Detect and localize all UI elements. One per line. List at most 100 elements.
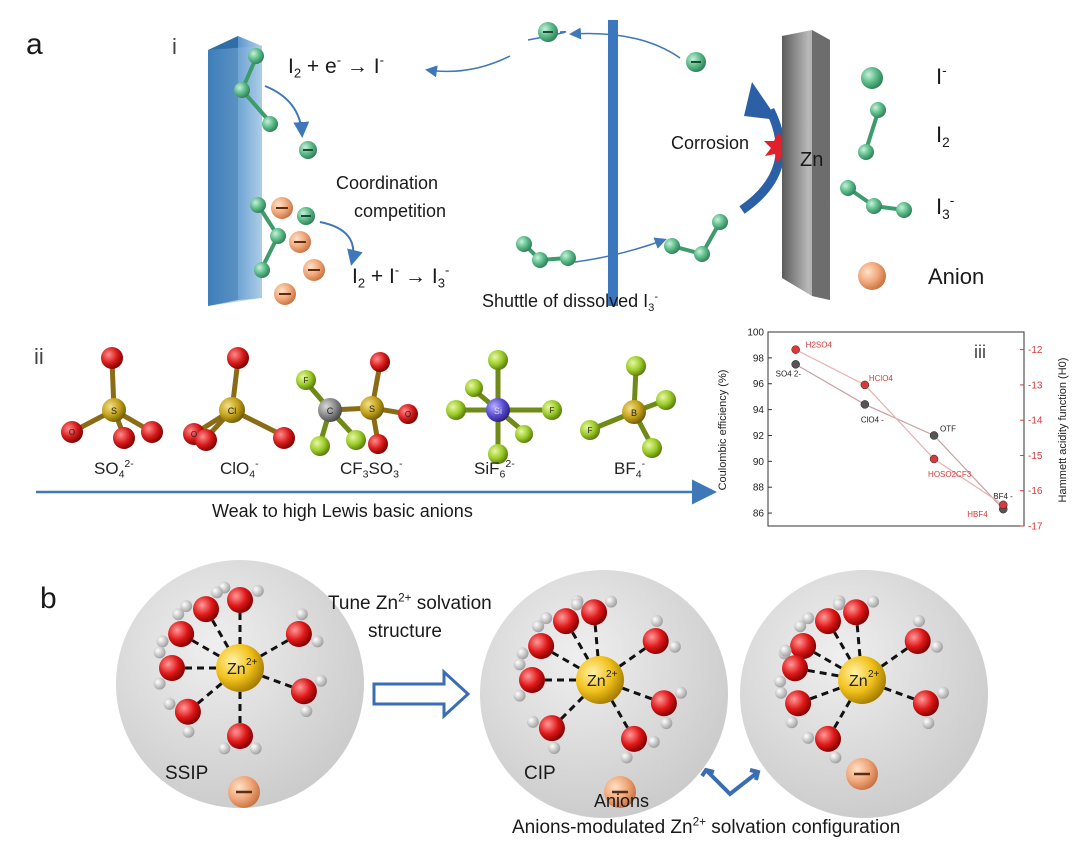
data-point	[929, 431, 939, 440]
hydrogen-atom	[163, 697, 176, 710]
hydrogen-atom	[156, 635, 169, 648]
hydrogen-atom	[832, 598, 845, 611]
subpanel-iii-label: iii	[974, 342, 986, 362]
zinc-ion-label: Zn	[587, 673, 606, 690]
water-oxygen-atom	[519, 667, 545, 693]
corrosion-arrow	[739, 107, 785, 214]
water-oxygen-atom	[912, 690, 939, 717]
legend-iodide-icon	[861, 67, 883, 89]
legend-triiodide-icon	[840, 180, 912, 218]
hydrogen-atom	[802, 612, 815, 625]
svg-text:C: C	[327, 406, 334, 416]
anion-label-hexafluorosilicate: SiF62-	[474, 458, 515, 481]
data-point	[860, 380, 870, 390]
svg-text:O: O	[191, 430, 197, 439]
water-oxygen-atom	[168, 621, 195, 647]
hydrogen-atom	[210, 586, 223, 599]
svg-text:F: F	[550, 406, 555, 415]
data-label: HOSO2CF3	[928, 470, 972, 479]
perchlorate-molecule-icon: Cl O	[183, 347, 295, 451]
data-label: HClO4	[869, 374, 894, 383]
zinc-ion-icon	[216, 644, 264, 692]
zinc-ion-icon	[576, 656, 624, 704]
data-point	[791, 345, 800, 354]
hydrogen-atom	[532, 620, 545, 633]
hydrogen-atom	[182, 725, 195, 738]
hydrogen-atom	[794, 620, 807, 633]
anions-label: Anions	[594, 791, 650, 811]
coordination-label-1: Coordination	[336, 173, 439, 193]
hydrogen-atom	[251, 584, 264, 597]
legend-iodine-label: I2	[936, 122, 950, 150]
subpanel-ii-label: ii	[34, 344, 44, 369]
hydrogen-atom	[548, 741, 561, 754]
legend-iodine-icon	[858, 102, 886, 160]
triiodide-icon	[516, 214, 728, 268]
data-point	[929, 454, 939, 464]
hydrogen-atom	[300, 705, 313, 718]
zinc-ion-icon	[838, 656, 886, 704]
iodide-icon	[297, 141, 317, 225]
hydrogen-atom	[774, 675, 787, 688]
subpanel-i-label: i	[172, 34, 177, 59]
hydrogen-atom	[218, 742, 231, 755]
hydrogen-atom	[153, 646, 166, 659]
y-tick-label: 94	[753, 405, 765, 416]
shuttle-label: Shuttle of dissolved I3-	[482, 290, 659, 314]
corrosion-label: Corrosion	[671, 133, 750, 153]
adsorbed-iodine-icon	[234, 48, 286, 278]
sulfate-molecule-icon: S O	[61, 347, 163, 449]
series-line	[795, 349, 1004, 506]
water-oxygen-atom	[904, 627, 931, 654]
y-tick-label: 100	[747, 328, 764, 339]
panel-b-label: b	[40, 582, 57, 615]
water-oxygen-atom	[227, 587, 253, 613]
data-label: ClO4 -	[861, 415, 884, 424]
configuration-arrow-icon	[700, 767, 761, 797]
chart-y2-axis-label: Hammett acidity function (H0)	[1057, 358, 1069, 503]
hydrogen-atom	[620, 751, 633, 764]
zinc-ion-label: Zn	[849, 673, 868, 690]
svg-text:O: O	[405, 410, 411, 419]
zinc-ion-charge: 2+	[246, 657, 258, 668]
hydrogen-atom	[314, 674, 327, 687]
water-oxygen-atom	[581, 599, 608, 626]
water-oxygen-atom	[650, 690, 677, 717]
hydrogen-atom	[785, 716, 798, 729]
y-tick-label: 96	[753, 379, 765, 390]
svg-text:S: S	[369, 404, 375, 414]
mechanism-diagram	[208, 20, 912, 306]
hydrogen-atom	[650, 615, 663, 628]
hydrogen-atom	[647, 735, 660, 748]
y2-tick-label: -15	[1028, 451, 1043, 462]
y-tick-label: 98	[753, 353, 765, 364]
hydrogen-atom	[180, 600, 193, 613]
hydrogen-atom	[526, 715, 539, 728]
lewis-basicity-caption: Weak to high Lewis basic anions	[212, 501, 473, 521]
coordination-label-2: competition	[354, 201, 447, 221]
water-oxygen-atom	[528, 633, 555, 659]
zinc-ion-charge: 2+	[868, 669, 880, 680]
data-point	[860, 400, 870, 409]
data-label: SO4 2-	[776, 369, 802, 378]
reaction-reduction: I2 + e- → I-	[288, 52, 384, 81]
data-point	[791, 360, 800, 369]
data-point	[998, 500, 1008, 510]
cip-label: CIP	[524, 763, 556, 784]
hydrogen-atom	[936, 686, 949, 699]
y2-tick-label: -13	[1028, 380, 1043, 391]
hydrogen-atom	[570, 598, 583, 611]
triflate-molecule-icon: C S F O	[296, 352, 418, 456]
panel-a-label: a	[26, 28, 43, 61]
water-oxygen-atom	[290, 678, 317, 705]
svg-text:S: S	[111, 406, 117, 416]
y2-tick-label: -14	[1028, 416, 1043, 427]
y2-tick-label: -12	[1028, 345, 1043, 356]
data-label: BF4 -	[993, 492, 1013, 501]
anion-structures: S O Cl O C S F O	[36, 347, 717, 505]
zinc-label: Zn	[800, 149, 824, 171]
series-line	[795, 363, 1004, 510]
data-label: OTF	[940, 424, 956, 433]
svg-text:F: F	[304, 376, 309, 385]
